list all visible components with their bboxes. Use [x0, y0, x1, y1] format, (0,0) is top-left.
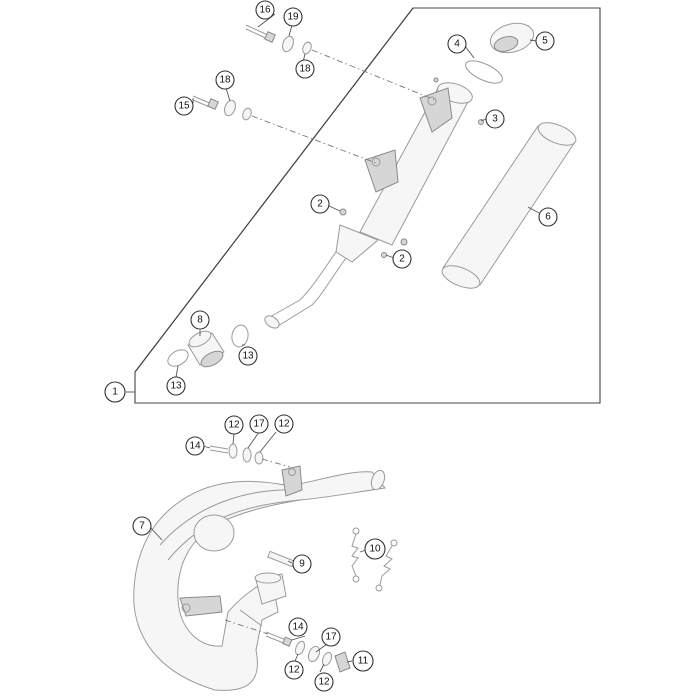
callout-5: 5 [535, 31, 555, 51]
svg-text:17: 17 [325, 632, 337, 643]
retainer-spring [267, 550, 295, 568]
callout-16: 16 [255, 0, 275, 20]
svg-text:18: 18 [299, 64, 311, 75]
svg-text:12: 12 [318, 677, 330, 688]
silencer-body [264, 77, 484, 329]
seal-ring-right [231, 324, 249, 348]
callout-15: 15 [174, 96, 194, 116]
callout-10: 10 [364, 538, 386, 560]
svg-text:14: 14 [189, 441, 201, 452]
callout-7: 7 [132, 516, 152, 536]
callout-17-upper: 17 [249, 414, 269, 434]
callout-4: 4 [447, 34, 467, 54]
callout-18-lower: 18 [215, 70, 235, 90]
callout-1: 1 [104, 381, 126, 403]
connector-sleeve [187, 330, 225, 368]
callout-12-a: 12 [224, 415, 244, 435]
svg-text:12: 12 [228, 420, 240, 431]
callout-11: 11 [352, 650, 374, 672]
callout-17-lower: 17 [321, 627, 341, 647]
callout-12-b: 12 [274, 414, 294, 434]
callout-2-upper: 2 [310, 194, 330, 214]
svg-text:4: 4 [454, 39, 460, 50]
svg-text:11: 11 [358, 656, 369, 667]
callout-19: 19 [283, 7, 303, 27]
svg-text:6: 6 [545, 212, 551, 223]
callout-13-left: 13 [166, 376, 186, 396]
svg-text:2: 2 [399, 254, 405, 265]
callout-14-upper: 14 [185, 436, 205, 456]
callout-14-lower: 14 [288, 617, 308, 637]
svg-text:7: 7 [139, 521, 145, 532]
svg-text:1: 1 [112, 387, 118, 398]
callout-18-upper: 18 [295, 59, 315, 79]
silencer-packing [441, 122, 577, 289]
tension-springs [351, 527, 398, 592]
exhaust-header-pipe [133, 465, 386, 691]
svg-text:12: 12 [278, 419, 290, 430]
svg-text:14: 14 [292, 622, 304, 633]
svg-text:8: 8 [197, 315, 203, 326]
callout-6: 6 [538, 207, 558, 227]
svg-text:15: 15 [178, 101, 190, 112]
callout-13-right: 13 [238, 346, 258, 366]
svg-text:12: 12 [288, 665, 300, 676]
svg-text:3: 3 [492, 114, 498, 125]
svg-text:16: 16 [259, 5, 271, 16]
svg-text:19: 19 [287, 12, 299, 23]
pipe-upper-hardware [209, 443, 264, 465]
svg-text:13: 13 [242, 351, 254, 362]
callout-3: 3 [485, 109, 505, 129]
svg-text:17: 17 [253, 419, 265, 430]
svg-text:13: 13 [170, 381, 182, 392]
svg-text:5: 5 [542, 36, 548, 47]
svg-text:2: 2 [317, 199, 323, 210]
callout-9: 9 [292, 554, 312, 574]
svg-text:18: 18 [219, 75, 231, 86]
callout-12-d: 12 [314, 672, 334, 692]
seal-ring-left [167, 349, 189, 367]
svg-text:10: 10 [369, 544, 381, 555]
o-ring [465, 60, 503, 84]
lower-mount-hardware [192, 95, 252, 121]
callout-2-lower: 2 [392, 249, 412, 269]
upper-mount-hardware [245, 24, 312, 55]
svg-text:9: 9 [299, 559, 305, 570]
end-cap [489, 22, 535, 54]
callout-12-c: 12 [284, 660, 304, 680]
callout-8: 8 [190, 310, 210, 330]
